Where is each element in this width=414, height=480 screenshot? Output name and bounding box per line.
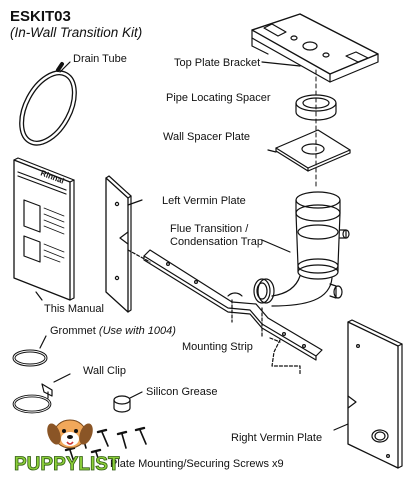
drain-tube-leader xyxy=(59,61,71,73)
left-vermin-leader xyxy=(127,199,143,206)
grommet-note: (Use with 1004) xyxy=(98,325,176,337)
wall-spacer-leader xyxy=(267,149,277,153)
label-silicon-grease: Silicon Grease xyxy=(146,386,218,398)
mounting-strip-illustration xyxy=(143,249,323,361)
flue-transition-illustration xyxy=(253,191,350,307)
label-right-vermin-plate: Right Vermin Plate xyxy=(231,432,323,444)
grease-leader xyxy=(129,391,143,399)
silicon-grease-illustration xyxy=(113,395,131,413)
grommet-illustration xyxy=(12,349,48,367)
label-top-plate-bracket: Top Plate Bracket xyxy=(174,57,261,69)
label-mounting-strip: Mounting Strip xyxy=(182,341,253,353)
right-vermin-plate-illustration xyxy=(347,319,403,469)
wall-clip-leader xyxy=(53,373,71,383)
strip-guide-lines xyxy=(231,299,263,339)
label-wall-clip: Wall Clip xyxy=(83,365,126,377)
flue-leader xyxy=(261,239,291,253)
top-plate-bracket-illustration xyxy=(251,13,379,83)
label-wall-spacer-plate: Wall Spacer Plate xyxy=(163,131,251,143)
drain-tube-illustration xyxy=(19,62,77,146)
label-grommet: Grommet (Use with 1004) xyxy=(50,325,176,337)
label-this-manual: This Manual xyxy=(44,303,104,315)
dog-head-icon xyxy=(47,419,93,449)
watermark-text: PUPPYLIST xyxy=(14,454,120,475)
bracket-leader xyxy=(261,61,301,67)
label-pipe-locating-spacer: Pipe Locating Spacer xyxy=(166,92,271,104)
puppylist-logo: PUPPYLIST xyxy=(14,419,120,475)
label-screws: Plate Mounting/Securing Screws x9 xyxy=(110,458,284,470)
wall-clip-illustration xyxy=(12,383,53,414)
label-flue-transition: Flue Transition / xyxy=(170,223,249,235)
left-vermin-plate-illustration xyxy=(105,175,132,313)
label-left-vermin-plate: Left Vermin Plate xyxy=(162,195,246,207)
pipe-locating-spacer-illustration xyxy=(295,94,337,121)
label-drain-tube: Drain Tube xyxy=(73,53,127,65)
kit-subtitle: (In-Wall Transition Kit) xyxy=(10,25,143,40)
wall-spacer-plate-illustration xyxy=(275,129,351,172)
manual-leader xyxy=(35,291,43,301)
manual-illustration xyxy=(13,157,75,301)
grommet-leader xyxy=(39,335,47,349)
label-condensation-trap: Condensation Trap xyxy=(170,236,263,248)
right-vermin-leader xyxy=(333,423,349,431)
kit-title: ESKIT03 xyxy=(10,8,71,25)
